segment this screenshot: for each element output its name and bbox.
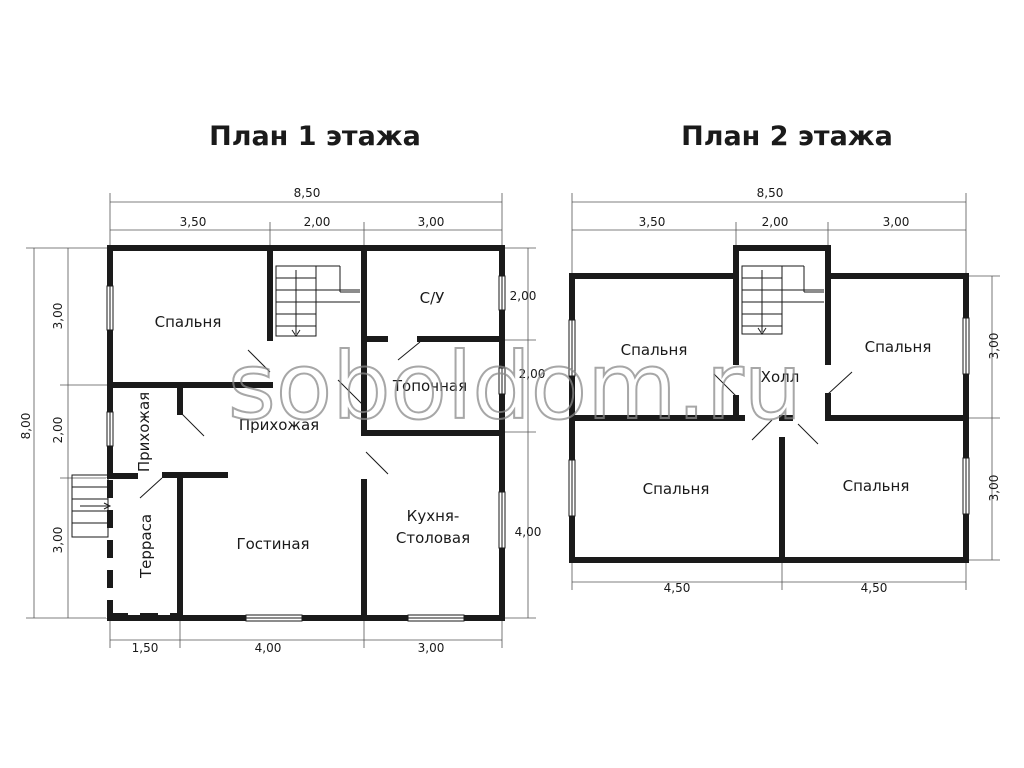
plan2-staircase	[741, 265, 824, 335]
dim2-top-b: 2,00	[762, 215, 789, 229]
room-label-kitchen: Кухня-	[407, 507, 460, 525]
room-label-entry: Прихожая	[135, 392, 153, 472]
plan2-doors	[713, 371, 853, 445]
plan2-title: План 2 этажа	[681, 121, 893, 152]
room-label-terrace: Терраса	[137, 514, 155, 579]
dim2-top-total: 8,50	[757, 186, 784, 200]
plan2-walls	[569, 245, 969, 563]
plan1-staircase	[275, 265, 360, 337]
room-label-hall: Холл	[761, 368, 800, 386]
dim-right-b: 2,00	[519, 367, 546, 381]
dim-right-a: 2,00	[510, 289, 537, 303]
dim-top-b: 2,00	[304, 215, 331, 229]
plan1: Спальня С/У Топочная Прихожая Прихожая Г…	[19, 186, 545, 655]
room-label-bedroom-se: Спальня	[843, 477, 910, 495]
room-label-bedroom-nw: Спальня	[621, 341, 688, 359]
dim-top-a: 3,50	[180, 215, 207, 229]
dim2-right-a: 3,00	[987, 333, 1001, 360]
plan1-title: План 1 этажа	[209, 121, 421, 152]
dim-bottom-b: 4,00	[255, 641, 282, 655]
dim-bottom-a: 1,50	[132, 641, 159, 655]
plan1-dim-labels: 8,50 3,50 2,00 3,00 8,00 3,00 2,00 3,00 …	[19, 186, 545, 655]
plan1-room-labels: Спальня С/У Топочная Прихожая Прихожая Г…	[135, 289, 470, 579]
plan2-dim-labels: 8,50 3,50 2,00 3,00 3,00 3,00 4,50 4,50	[639, 186, 1001, 595]
dim2-right-b: 3,00	[987, 475, 1001, 502]
dim-left-c: 3,00	[51, 527, 65, 554]
dim-bottom-c: 3,00	[418, 641, 445, 655]
dim2-top-c: 3,00	[883, 215, 910, 229]
dim-left-a: 3,00	[51, 303, 65, 330]
plan1-windows	[106, 275, 506, 622]
plan2-room-labels: Спальня Холл Спальня Спальня Спальня	[621, 338, 932, 498]
dim2-top-a: 3,50	[639, 215, 666, 229]
plan2-dim-lines	[571, 193, 1000, 590]
dim-right-c: 4,00	[515, 525, 542, 539]
plan1-terrace	[71, 473, 180, 619]
dim2-bottom-b: 4,50	[861, 581, 888, 595]
watermark: soboldom.ru	[228, 333, 802, 440]
room-label-bedroom: Спальня	[155, 313, 222, 331]
room-label-boiler: Топочная	[392, 377, 467, 395]
dim-left-b: 2,00	[51, 417, 65, 444]
dim-left-total: 8,00	[19, 413, 33, 440]
plan2: Спальня Холл Спальня Спальня Спальня 8,5…	[568, 186, 1001, 595]
room-label-living: Гостиная	[236, 535, 309, 553]
plan1-dim-lines	[26, 193, 536, 648]
room-label-bathroom: С/У	[420, 289, 445, 307]
dim2-bottom-a: 4,50	[664, 581, 691, 595]
room-label-bedroom-sw: Спальня	[643, 480, 710, 498]
dim-top-c: 3,00	[418, 215, 445, 229]
plan1-doors	[139, 341, 421, 499]
room-label-hallway: Прихожая	[239, 416, 319, 434]
room-label-bedroom-ne: Спальня	[865, 338, 932, 356]
plan2-windows	[568, 317, 970, 517]
dim-top-total: 8,50	[294, 186, 321, 200]
room-label-dining: Столовая	[396, 529, 470, 547]
plan1-walls	[107, 245, 505, 621]
